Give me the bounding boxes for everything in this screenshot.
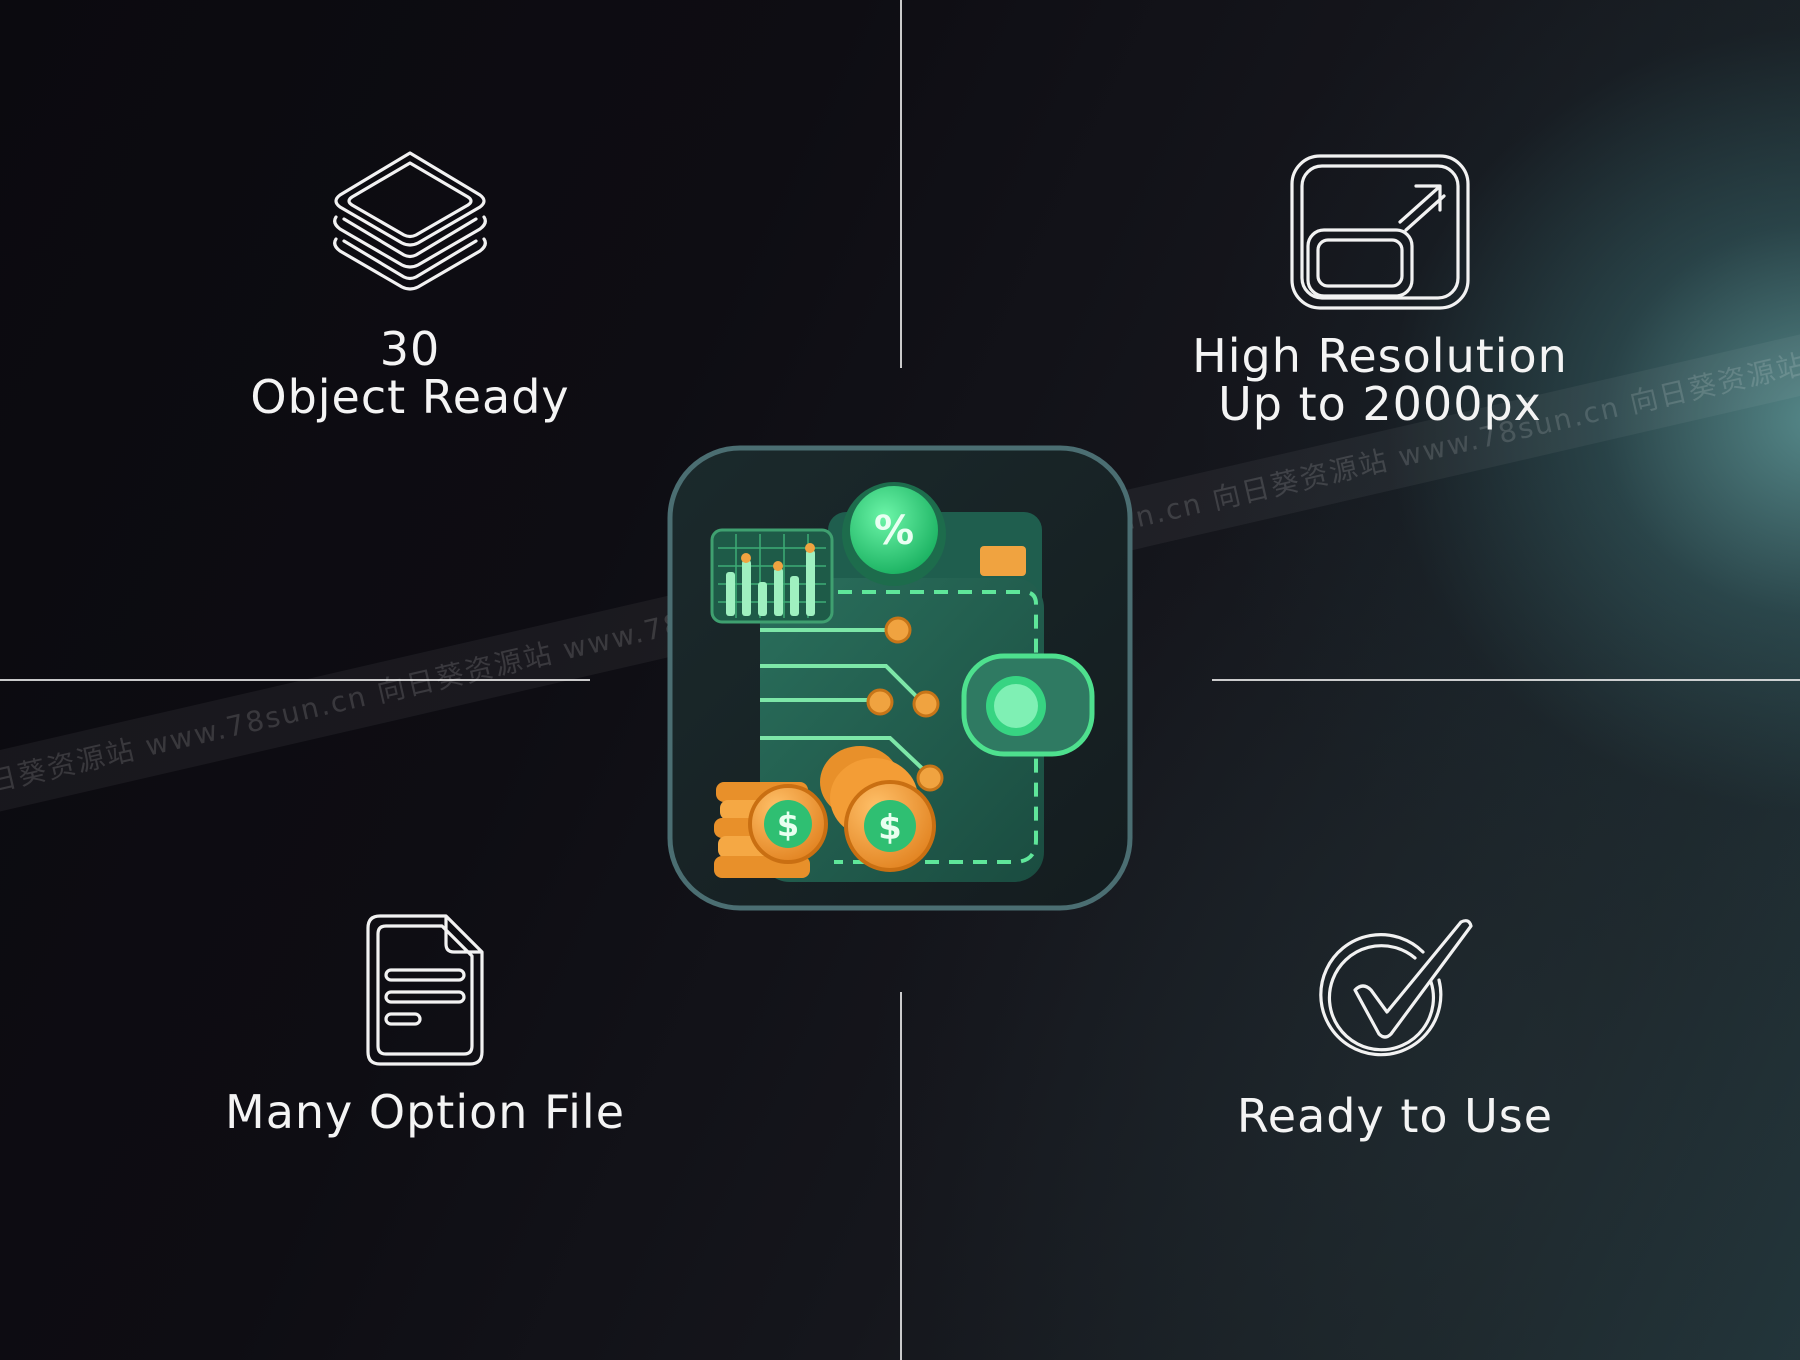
divider-top — [900, 0, 902, 368]
hero-card-chip — [980, 546, 1026, 576]
hero-chart-bars — [726, 550, 815, 616]
resize-expand-icon — [1290, 154, 1470, 310]
feature-high-resolution-subtitle: Up to 2000px — [1218, 377, 1542, 431]
layers-icon — [333, 151, 487, 291]
hero-clasp-button-inner — [994, 684, 1038, 728]
feature-high-resolution: High Resolution Up to 2000px — [1160, 152, 1600, 428]
hero-coin-right-symbol: $ — [878, 808, 902, 848]
divider-right — [1212, 679, 1800, 681]
divider-bottom — [900, 992, 902, 1360]
divider-left — [0, 679, 590, 681]
feature-ready-to-use-label: Ready to Use — [1180, 1092, 1610, 1140]
hero-coin-left-symbol: $ — [777, 806, 799, 844]
hero-coin-left-face — [764, 800, 812, 848]
wallet-finance-3d-icon: % $ $ — [667, 445, 1133, 911]
feature-object-ready: 30 Object Ready — [200, 145, 620, 421]
feature-object-ready-text: Object Ready — [250, 370, 570, 424]
hero-circuit-nodes — [866, 616, 944, 792]
feature-ready-to-use: Ready to Use — [1180, 916, 1610, 1140]
feature-object-ready-count: 30 — [379, 322, 441, 376]
document-icon — [366, 914, 484, 1066]
feature-many-option-file-label: Many Option File — [180, 1088, 670, 1136]
feature-many-option-file: Many Option File — [180, 912, 670, 1136]
checkmark-icon — [1319, 919, 1473, 1057]
feature-many-option-file-text: Many Option File — [225, 1085, 625, 1139]
hero-percent-symbol: % — [874, 508, 914, 554]
feature-object-ready-label: 30 Object Ready — [200, 325, 620, 421]
hero-percent-badge — [850, 486, 938, 574]
feature-ready-to-use-text: Ready to Use — [1236, 1089, 1554, 1143]
feature-high-resolution-label: High Resolution Up to 2000px — [1160, 332, 1600, 428]
hero-circuit-lines — [760, 628, 928, 774]
feature-high-resolution-title: High Resolution — [1192, 329, 1568, 383]
hero-coin-right-face — [864, 800, 916, 852]
